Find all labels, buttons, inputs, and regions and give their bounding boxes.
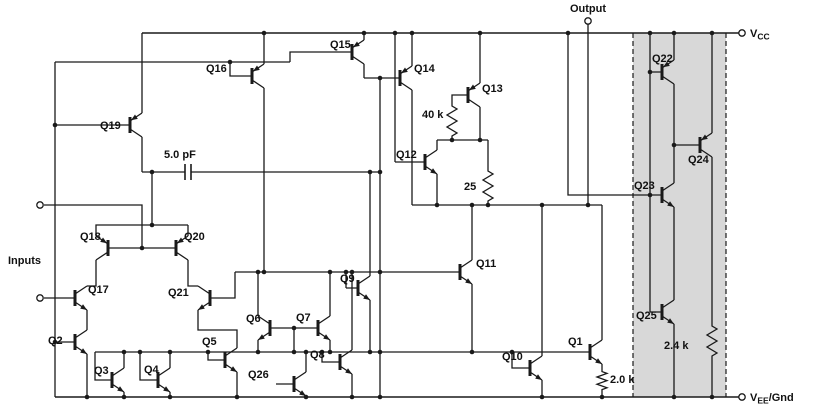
label-q21: Q21 [168, 287, 189, 299]
junction-dots [52, 30, 715, 400]
label-q11: Q11 [476, 258, 496, 270]
label-q1: Q1 [568, 336, 583, 348]
output-terminal [584, 17, 592, 25]
label-q10: Q10 [502, 351, 523, 363]
wire-net [44, 24, 713, 397]
label-resistor-2-4k: 2.4 k [664, 340, 689, 352]
label-q20: Q20 [184, 231, 205, 243]
label-q23: Q23 [634, 180, 655, 192]
capacitor-plates-icon [184, 164, 192, 180]
vcc-label: VCC [750, 28, 770, 42]
label-q5: Q5 [202, 336, 217, 348]
label-q16: Q16 [206, 63, 227, 75]
label-q2: Q2 [48, 335, 63, 347]
label-q26: Q26 [248, 369, 269, 381]
label-capacitor-5pf: 5.0 pF [164, 149, 196, 161]
transistor-q26 [280, 370, 308, 398]
compensation-capacitor [184, 164, 192, 180]
vcc-terminal [738, 29, 746, 37]
label-q7: Q7 [296, 312, 311, 324]
label-q12: Q12 [396, 149, 417, 161]
label-q4: Q4 [144, 364, 160, 376]
transistor-q21 [196, 284, 224, 312]
resistor-25 [482, 164, 494, 206]
transistor-q13 [454, 81, 482, 109]
label-q22: Q22 [652, 53, 673, 65]
label-q3: Q3 [94, 365, 109, 377]
label-resistor-40k: 40 k [422, 109, 444, 121]
label-q9: Q9 [340, 273, 355, 285]
label-q6: Q6 [246, 313, 261, 325]
inputs-label: Inputs [8, 255, 41, 267]
label-q8: Q8 [310, 349, 325, 361]
transistor-q2 [61, 328, 89, 356]
transistor-q19 [116, 111, 144, 139]
gnd-terminal [738, 393, 746, 401]
transistor-q17 [61, 284, 89, 312]
label-q15: Q15 [330, 39, 351, 51]
transistor-q16 [238, 62, 266, 90]
shaded-region [633, 33, 726, 397]
resistor-2-0k [596, 367, 608, 393]
transistor-q6 [256, 314, 284, 342]
label-q24: Q24 [688, 154, 710, 166]
shaded-region-border [632, 33, 727, 397]
output-label: Output [570, 3, 606, 15]
vee-gnd-label: VEE/Gnd [750, 392, 794, 406]
label-q17: Q17 [88, 284, 109, 296]
transistor-q14 [386, 64, 414, 92]
label-q18: Q18 [80, 231, 101, 243]
input-terminal-1 [36, 201, 44, 209]
label-q14: Q14 [414, 63, 436, 75]
label-q13: Q13 [482, 83, 503, 95]
resistor-40k [446, 99, 458, 141]
label-q19: Q19 [100, 120, 121, 132]
label-resistor-2-0k: 2.0 k [610, 374, 635, 386]
transistor-q11 [446, 258, 474, 286]
label-resistor-25: 25 [464, 181, 476, 193]
input-terminal-2 [36, 294, 44, 302]
label-q25: Q25 [636, 310, 657, 322]
